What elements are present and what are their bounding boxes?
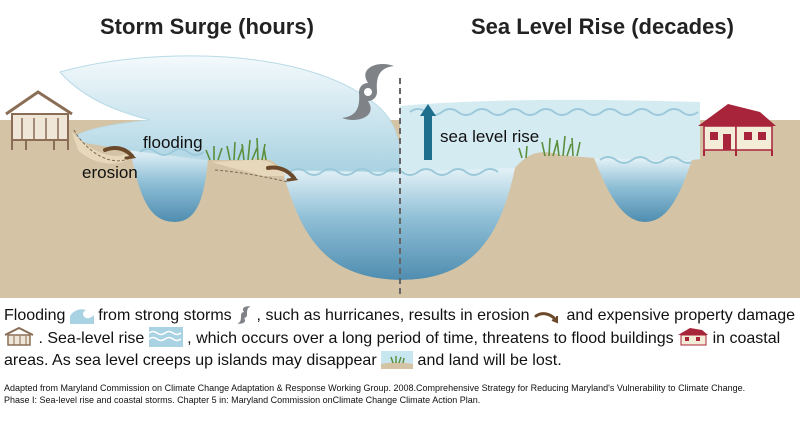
sea-level-inline-icon (148, 327, 183, 347)
caption-text-2: from strong storms (98, 307, 237, 324)
damaged-house-icon (5, 90, 73, 150)
red-house-inline-icon (678, 328, 709, 346)
caption-text-7: in coastal areas. As sea level creeps up… (4, 330, 781, 369)
hurricane-inline-icon (237, 306, 251, 324)
erosion-arrow-icon (103, 146, 299, 182)
center-basin-water (282, 168, 515, 280)
up-arrow-icon (420, 104, 436, 160)
sea-level-rise-label: sea level rise (440, 127, 540, 146)
caption-text-5: . Sea-level rise (38, 330, 149, 347)
left-basin-water (130, 150, 208, 222)
caption-text-4: and expensive property damage (566, 307, 796, 324)
caption-text-8: and land will be lost. (417, 352, 562, 369)
flooding-label: flooding (143, 133, 203, 152)
water-surface-waves (139, 108, 699, 176)
red-house-icon (698, 104, 776, 156)
eroded-sand-right (212, 159, 286, 176)
credits-line-2: Phase I: Sea-level rise and coastal stor… (4, 395, 481, 405)
storm-surge-title: Storm Surge (hours) (100, 14, 314, 39)
credits-line-1: Adapted from Maryland Commission on Clim… (4, 383, 746, 393)
caption-paragraph: Flooding from strong storms , such as hu… (4, 305, 796, 372)
erosion-inline-icon (534, 312, 559, 324)
island-inline-icon (381, 351, 414, 369)
center-bank (400, 150, 800, 298)
marsh-grass-left (205, 137, 267, 161)
sea-level-rise-title: Sea Level Rise (decades) (471, 14, 734, 39)
wave-icon (69, 309, 94, 324)
right-island-top (515, 155, 594, 172)
hurricane-icon (342, 63, 394, 121)
damaged-house-inline-icon (4, 327, 34, 346)
eroded-sand (72, 132, 130, 164)
left-bank (0, 128, 282, 298)
caption-text-1: Flooding (4, 307, 70, 324)
erosion-outline (73, 129, 289, 183)
marsh-grass-right (518, 135, 581, 159)
sea-level-water (400, 99, 700, 172)
caption-text-3: , such as hurricanes, results in erosion (256, 307, 535, 324)
right-basin-water (594, 158, 692, 222)
caption-text-6: , which occurs over a long period of tim… (187, 330, 679, 347)
coastal-scene-illustration (0, 55, 800, 298)
erosion-label: erosion (82, 163, 138, 182)
source-credits: Adapted from Maryland Commission on Clim… (4, 382, 796, 406)
